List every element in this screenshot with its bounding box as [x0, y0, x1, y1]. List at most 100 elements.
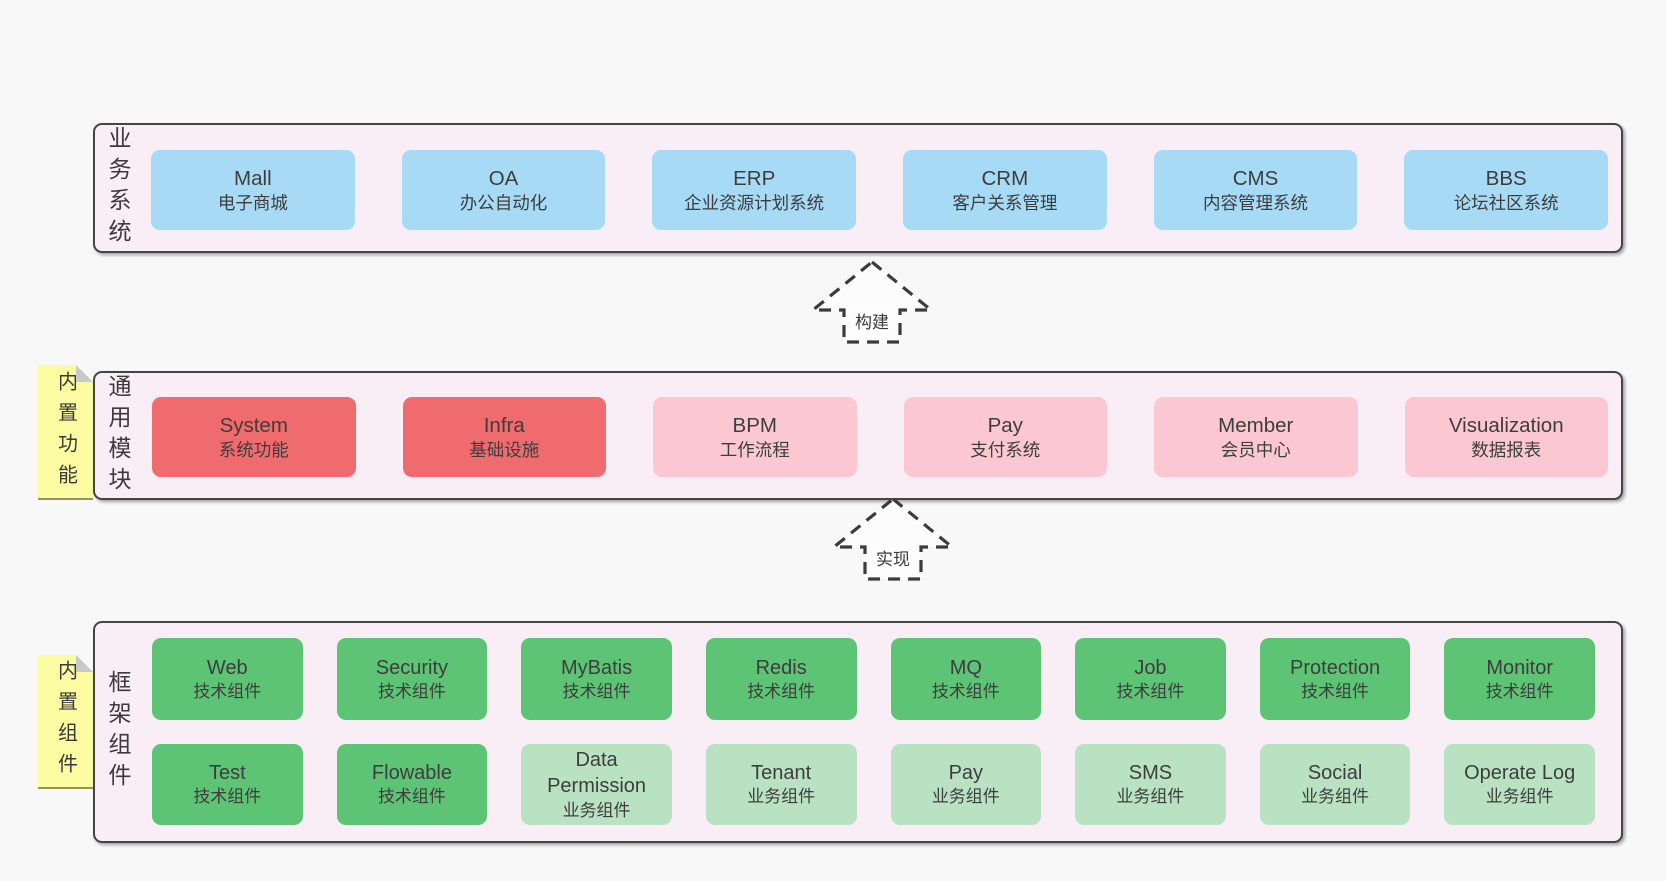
diagram-box: Web 技术组件: [152, 638, 303, 720]
box-subtitle-zh: 业务组件: [1116, 787, 1185, 807]
diagram-box: Data Permission 业务组件: [521, 744, 672, 825]
box-title-en: Tenant: [751, 762, 812, 785]
diagram-box: MyBatis 技术组件: [521, 638, 672, 720]
tag-built-in-functions-label: 内置功能: [54, 370, 77, 495]
box-title-en: MQ: [949, 656, 982, 679]
box-title-en: Data Permission: [547, 748, 647, 798]
box-title-en: ERP: [733, 166, 776, 190]
panel-label-business: 业务系统: [105, 126, 131, 250]
diagram-box: BBS 论坛社区系统: [1404, 150, 1609, 230]
arrow-implement-label: 实现: [873, 544, 913, 571]
diagram-box: Monitor 技术组件: [1444, 638, 1595, 720]
box-subtitle-zh: 技术组件: [1485, 681, 1554, 701]
arrow-build-label: 构建: [852, 307, 892, 334]
diagram-box: BPM 工作流程: [653, 397, 857, 477]
diagram-box: Job 技术组件: [1075, 638, 1226, 720]
box-title-en: CMS: [1232, 166, 1279, 190]
box-subtitle-zh: 办公自动化: [459, 192, 548, 213]
box-title-en: SMS: [1128, 762, 1173, 785]
diagram-box: Member 会员中心: [1154, 397, 1358, 477]
modules-box-row: System 系统功能 Infra 基础设施 BPM 工作流程 Pay 支付系统…: [152, 397, 1608, 477]
box-subtitle-zh: 技术组件: [193, 787, 262, 807]
panel-business-systems: 业务系统 Mall 电子商城 OA 办公自动化 ERP 企业资源计划系统 CRM…: [93, 123, 1623, 253]
box-title-en: MyBatis: [561, 656, 633, 679]
diagram-box: ERP 企业资源计划系统: [652, 150, 857, 230]
arrow-build: 构建: [808, 259, 936, 345]
diagram-box: Mall 电子商城: [151, 150, 355, 230]
box-subtitle-zh: 工作流程: [719, 439, 790, 460]
diagram-box: Infra 基础设施: [402, 397, 606, 477]
diagram-box: Tenant 业务组件: [705, 744, 857, 825]
diagram-box: Visualization 数据报表: [1404, 397, 1608, 477]
diagram-box: Security 技术组件: [336, 638, 488, 720]
box-title-en: Pay: [948, 762, 984, 785]
diagram-box: Redis 技术组件: [705, 638, 857, 720]
dashed-up-arrow-icon: [829, 496, 957, 581]
box-subtitle-zh: 业务组件: [747, 787, 816, 807]
box-subtitle-zh: 电子商城: [217, 192, 288, 213]
box-title-en: Visualization: [1448, 413, 1564, 437]
box-title-en: Web: [206, 656, 248, 679]
box-title-en: BPM: [732, 413, 777, 437]
box-subtitle-zh: 支付系统: [970, 439, 1041, 460]
tag-fold-corner-icon: [76, 655, 93, 672]
diagram-box: OA 办公自动化: [401, 150, 606, 230]
business-box-row: Mall 电子商城 OA 办公自动化 ERP 企业资源计划系统 CRM 客户关系…: [151, 150, 1609, 230]
box-title-en: CRM: [981, 166, 1029, 190]
tag-built-in-functions: 内置功能: [38, 365, 93, 500]
box-subtitle-zh: 客户关系管理: [952, 192, 1058, 213]
panel-common-modules: 通用模块 System 系统功能 Infra 基础设施 BPM 工作流程 Pay…: [93, 371, 1623, 500]
diagram-box: Operate Log 业务组件: [1444, 744, 1595, 825]
box-subtitle-zh: 业务组件: [931, 787, 1000, 807]
box-title-en: Test: [208, 762, 246, 785]
panel-framework-components: 框架组件 Web 技术组件 Security 技术组件 MyBatis 技术组件…: [93, 621, 1623, 843]
components-box-row-2: Test 技术组件 Flowable 技术组件 Data Permission …: [152, 744, 1595, 825]
diagram-box: MQ 技术组件: [890, 638, 1042, 720]
diagram-box: CMS 内容管理系统: [1153, 150, 1358, 230]
box-subtitle-zh: 基础设施: [469, 439, 540, 460]
box-subtitle-zh: 系统功能: [218, 439, 289, 460]
box-title-en: Social: [1307, 762, 1363, 785]
arrow-implement: 实现: [829, 496, 957, 582]
diagram-box: System 系统功能: [152, 397, 356, 477]
box-subtitle-zh: 技术组件: [193, 681, 262, 701]
panel-label-components: 框架组件: [105, 670, 131, 794]
box-subtitle-zh: 业务组件: [562, 800, 631, 820]
box-title-en: Operate Log: [1464, 762, 1576, 785]
diagram-box: Test 技术组件: [152, 744, 303, 825]
box-subtitle-zh: 技术组件: [562, 681, 631, 701]
box-subtitle-zh: 技术组件: [377, 787, 446, 807]
tag-built-in-components-label: 内置组件: [54, 660, 77, 784]
diagram-box: SMS 业务组件: [1075, 744, 1226, 825]
box-title-en: Protection: [1290, 656, 1381, 679]
diagram-box: Flowable 技术组件: [336, 744, 488, 825]
box-subtitle-zh: 技术组件: [377, 681, 446, 701]
tag-fold-corner-icon: [76, 365, 93, 382]
diagram-box: Pay 业务组件: [890, 744, 1042, 825]
box-title-en: Flowable: [371, 762, 452, 785]
dashed-up-arrow-icon: [808, 259, 936, 344]
panel-label-modules: 通用模块: [105, 373, 131, 498]
box-subtitle-zh: 业务组件: [1485, 787, 1554, 807]
tag-built-in-components: 内置组件: [38, 655, 93, 789]
diagram-box: CRM 客户关系管理: [903, 150, 1107, 230]
box-subtitle-zh: 数据报表: [1471, 439, 1542, 460]
box-title-en: BBS: [1485, 166, 1527, 190]
box-subtitle-zh: 论坛社区系统: [1453, 192, 1559, 213]
box-title-en: Monitor: [1486, 656, 1554, 679]
box-subtitle-zh: 企业资源计划系统: [684, 192, 825, 213]
box-title-en: Job: [1134, 656, 1167, 679]
box-title-en: Infra: [483, 413, 525, 437]
components-box-row-1: Web 技术组件 Security 技术组件 MyBatis 技术组件 Redi…: [152, 638, 1595, 720]
box-title-en: OA: [488, 166, 519, 190]
box-title-en: System: [219, 413, 288, 437]
box-title-en: Pay: [987, 413, 1023, 437]
diagram-box: Pay 支付系统: [903, 397, 1107, 477]
box-subtitle-zh: 技术组件: [747, 681, 816, 701]
box-title-en: Redis: [755, 656, 807, 679]
box-title-en: Member: [1218, 413, 1294, 437]
box-subtitle-zh: 业务组件: [1301, 787, 1370, 807]
box-title-en: Security: [375, 656, 449, 679]
box-subtitle-zh: 内容管理系统: [1203, 192, 1309, 213]
